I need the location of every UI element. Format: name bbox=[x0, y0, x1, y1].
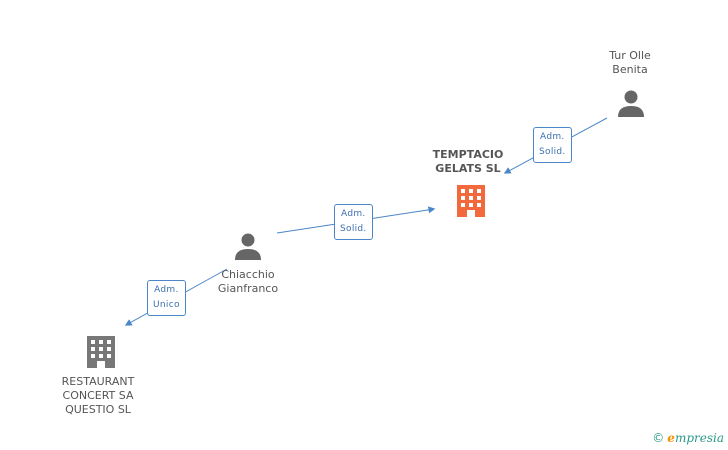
node-label-restaurant-concert[interactable]: RESTAURANT CONCERT SA QUESTIO SL bbox=[61, 375, 135, 416]
edge-label-tur-temptacio: Adm. Solid. bbox=[533, 127, 572, 163]
edge-label-line: Adm. bbox=[154, 285, 179, 295]
edge-label-chiacchio-restaurant: Adm. Unico bbox=[147, 280, 186, 316]
node-label-chiacchio-gianfranco[interactable]: Chiacchio Gianfranco bbox=[217, 268, 279, 295]
person-icon[interactable] bbox=[235, 233, 261, 261]
node-label-tur-olle-benita[interactable]: Tur Olle Benita bbox=[609, 49, 651, 76]
building-icon[interactable] bbox=[457, 185, 485, 217]
node-label-temptacio-gelats[interactable]: TEMPTACIO GELATS SL bbox=[432, 148, 504, 175]
edge-label-line: Solid. bbox=[539, 147, 566, 157]
brand-watermark: ©empresia bbox=[652, 431, 724, 445]
brand-name: mpresia bbox=[674, 431, 724, 445]
edge-label-line: Adm. bbox=[341, 209, 366, 219]
building-icon[interactable] bbox=[87, 336, 115, 368]
edge-label-line: Adm. bbox=[540, 132, 565, 142]
edge-label-chiacchio-temptacio: Adm. Solid. bbox=[334, 204, 373, 240]
edge-label-line: Unico bbox=[153, 300, 180, 310]
brand-initial: e bbox=[667, 431, 675, 445]
edge-label-line: Solid. bbox=[340, 224, 367, 234]
copyright-icon: © bbox=[652, 431, 665, 445]
person-icon[interactable] bbox=[618, 90, 644, 118]
